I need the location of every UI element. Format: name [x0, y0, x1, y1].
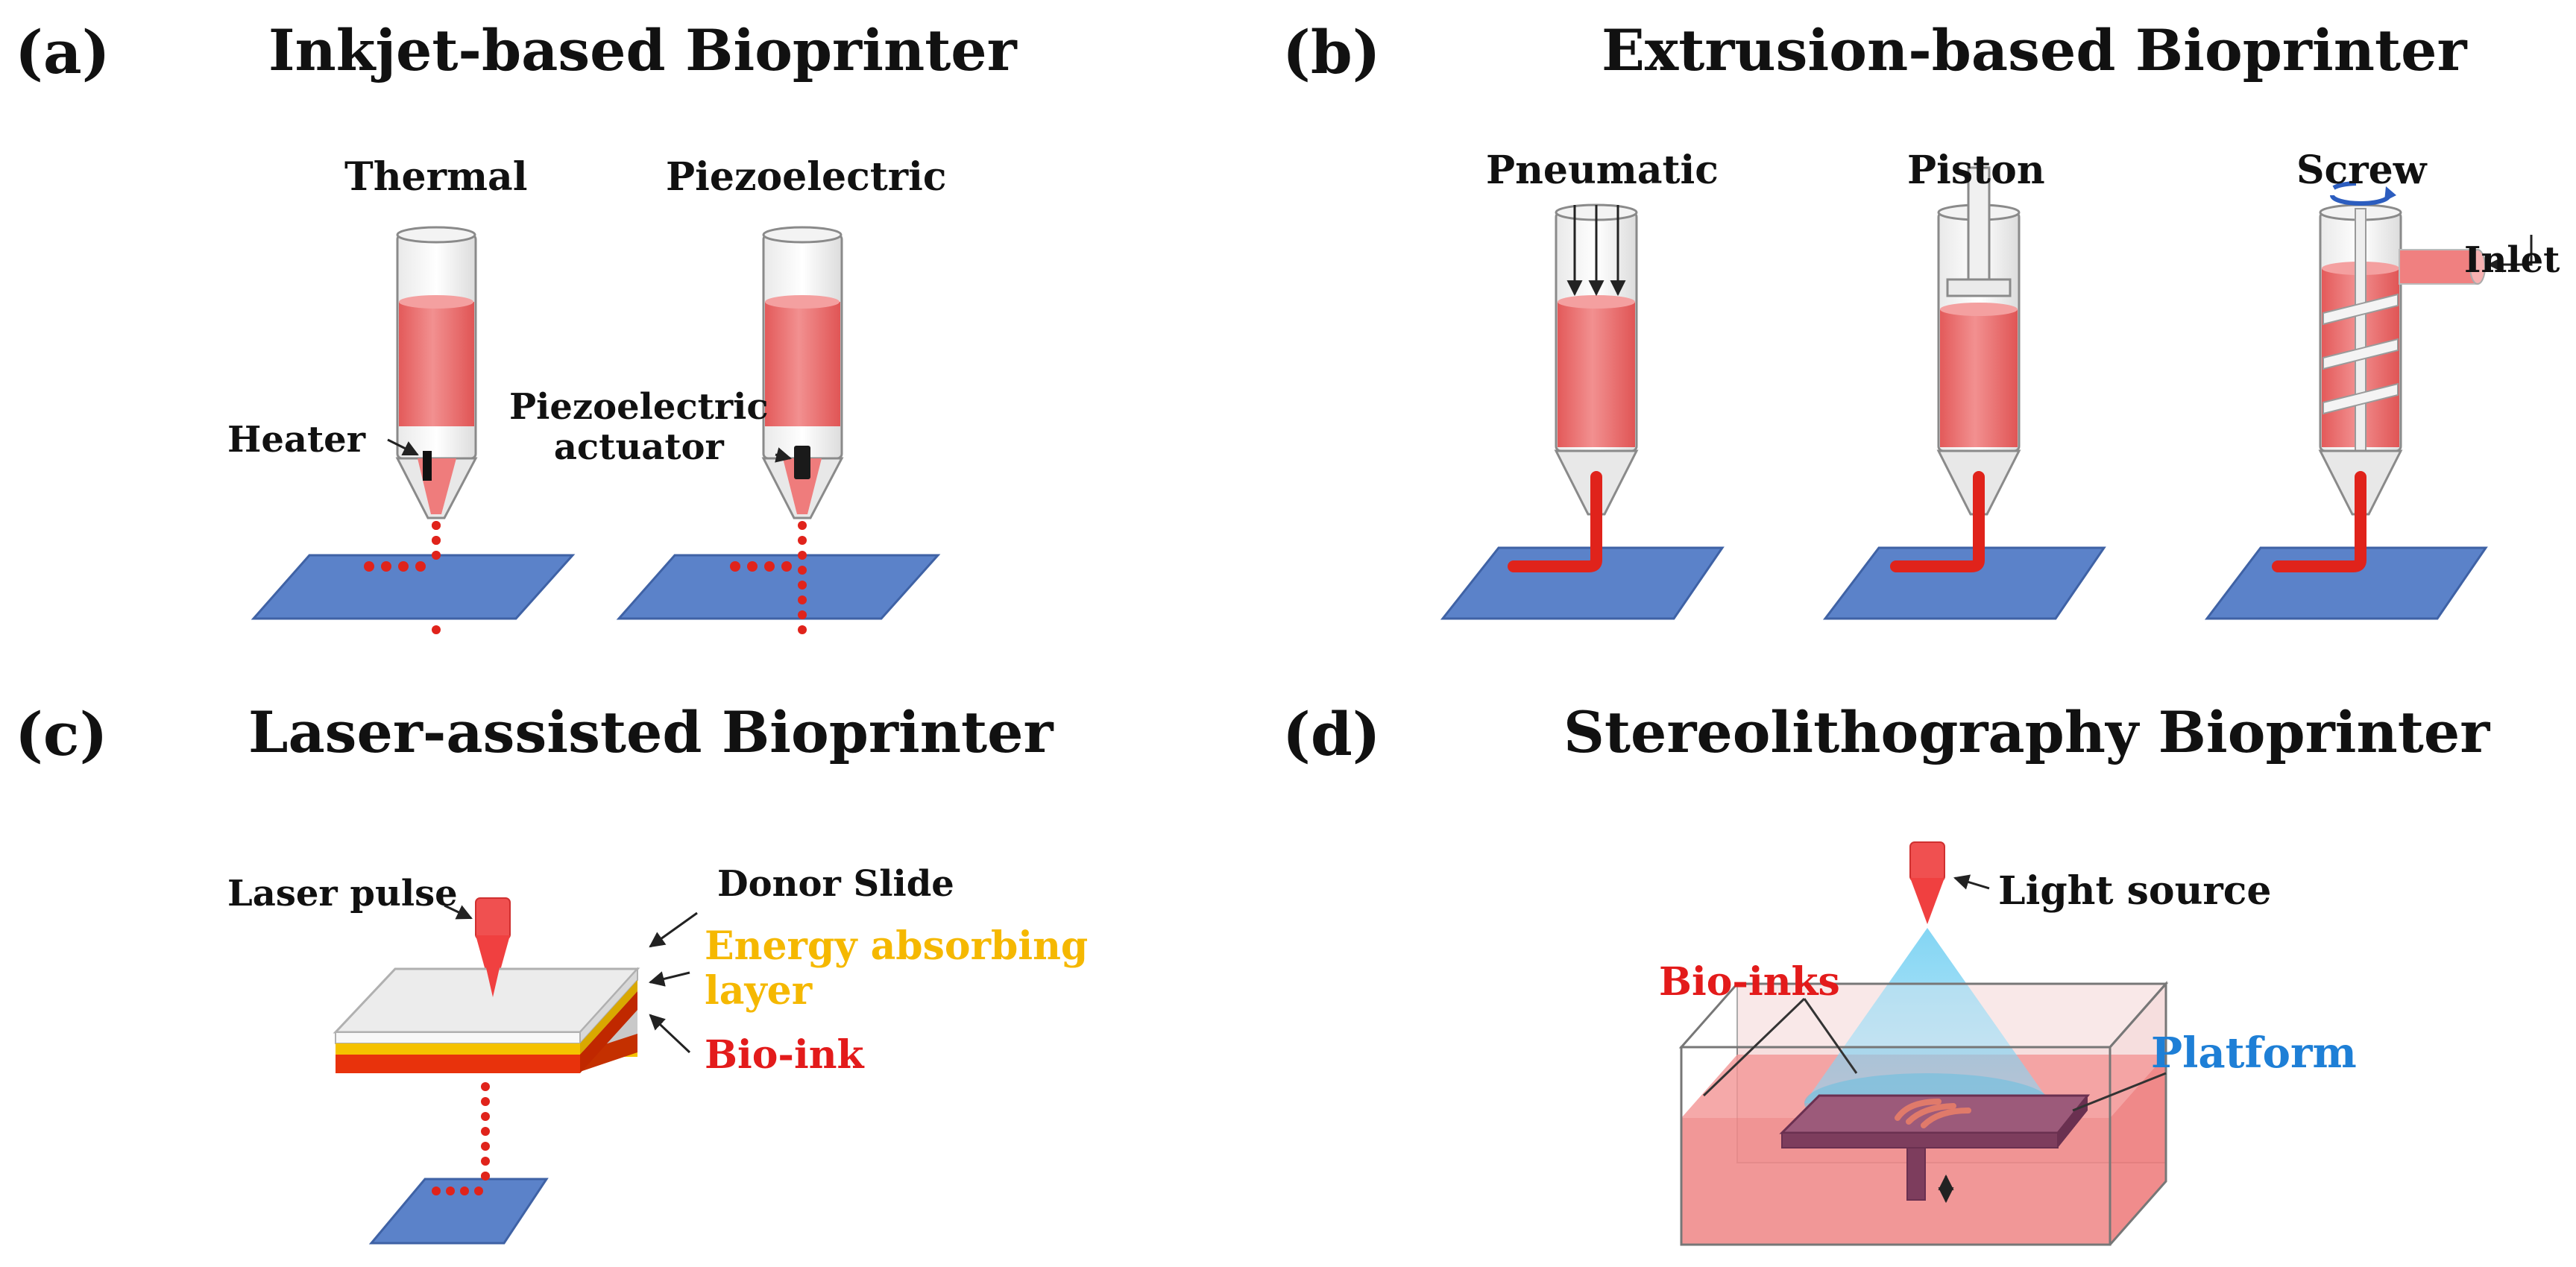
panel-d-drawing: [1678, 841, 2169, 1246]
heater-icon: [423, 451, 432, 481]
piezo-printhead: [761, 226, 844, 519]
laser-platform: [368, 1178, 549, 1245]
piston-platform: [1822, 546, 2106, 620]
panel-b-letter: (b): [1282, 17, 1381, 87]
energy-label-line2: layer: [705, 967, 813, 1014]
thermal-platform: [251, 554, 576, 620]
panel-c-title: Laser-assisted Bioprinter: [248, 699, 1054, 765]
panel-b-title: Extrusion-based Bioprinter: [1602, 17, 2467, 83]
panel-d-title: Stereolithography Bioprinter: [1563, 699, 2490, 765]
build-platform: [1779, 1094, 2091, 1204]
inlet-label: Inlet: [2464, 239, 2560, 281]
heater-label: Heater: [227, 419, 365, 461]
screw-platform: [2204, 546, 2488, 620]
donor-slide-label: Donor Slide: [717, 863, 954, 905]
panel-c-drawing: [333, 897, 698, 1245]
pneumatic-printhead: [1554, 203, 1639, 516]
piezoelectric-label: Piezoelectric: [666, 154, 947, 200]
panel-a-title: Inkjet-based Bioprinter: [268, 17, 1017, 83]
rotation-icon: [2330, 181, 2396, 206]
energy-label-line1: Energy absorbing: [705, 923, 1089, 969]
platform-label: Platform: [2151, 1029, 2357, 1078]
energy-absorbing-layer-label: Energy absorbing layer: [705, 924, 1088, 1014]
panel-b-drawing: [1440, 166, 2533, 620]
panel-a-letter: (a): [15, 17, 110, 87]
thermal-printhead: [395, 226, 478, 519]
bio-ink-label: Bio-ink: [705, 1032, 864, 1078]
bio-inks-label: Bio-inks: [1659, 959, 1840, 1005]
panel-d-letter: (d): [1282, 699, 1381, 769]
screw-label: Screw: [2296, 148, 2427, 193]
pneumatic-extrudate: [1508, 471, 1602, 572]
light-source-label: Light source: [1998, 868, 2272, 914]
piston-label: Piston: [1907, 148, 2045, 193]
panel-c-letter: (c): [15, 699, 108, 769]
screw-printhead: [2318, 181, 2486, 516]
light-source-icon: [1909, 841, 1945, 924]
pneumatic-label: Pneumatic: [1486, 148, 1719, 193]
laser-pulse-label: Laser pulse: [227, 873, 458, 914]
actuator-icon: [794, 446, 810, 479]
panel-a-drawing: [251, 226, 941, 634]
piston-extrudate: [1890, 471, 1985, 572]
piezo-droplets: [730, 521, 807, 634]
piezoelectric-actuator-label: Piezoelectric actuator: [509, 386, 769, 468]
piezo-platform: [616, 554, 941, 620]
pneumatic-platform: [1440, 546, 1725, 620]
screw-extrudate: [2272, 471, 2366, 572]
actuator-label-line1: Piezoelectric: [509, 386, 769, 428]
piston-printhead: [1936, 166, 2021, 516]
thermal-label: Thermal: [344, 154, 528, 200]
actuator-label-line2: actuator: [553, 426, 724, 468]
